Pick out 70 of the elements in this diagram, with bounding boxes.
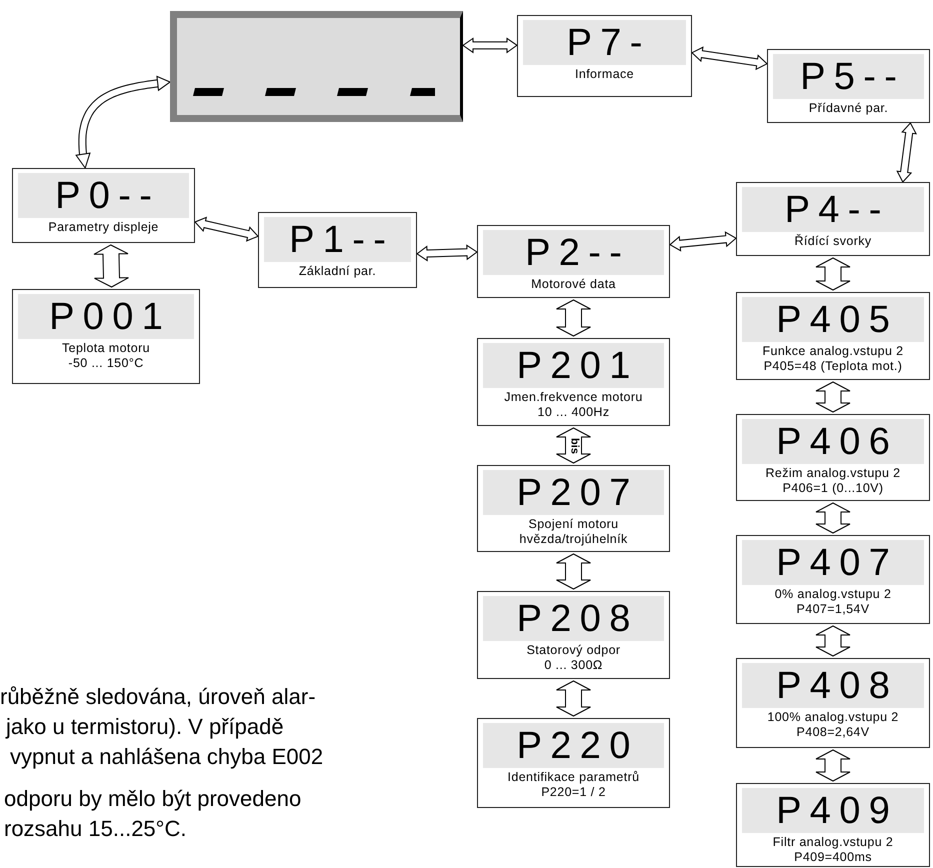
parameter-description: Jmen.frekvence motoru 10 ... 400Hz <box>503 390 644 420</box>
double-arrow <box>816 625 850 657</box>
double-arrow <box>816 381 850 413</box>
parameter-description: Základní par. <box>298 264 376 279</box>
parameter-code: P207 <box>483 470 664 515</box>
note-text: vypnut a nahlášena chyba E002 <box>10 744 324 770</box>
parameter-code: P4-- <box>742 187 924 232</box>
parameter-box <box>736 535 930 624</box>
double-arrow <box>669 231 737 252</box>
parameter-code: P7- <box>523 20 686 65</box>
parameter-box <box>517 15 692 97</box>
parameter-description: Identifikace parametrů P220=1 / 2 <box>506 770 640 800</box>
parameter-description: Spojení motoru hvězda/trojúhelník <box>518 517 629 547</box>
parameter-box <box>477 718 670 808</box>
parameter-description: Přídavné par. <box>808 101 888 116</box>
double-arrow <box>816 749 850 782</box>
parameter-code: P405 <box>742 297 924 342</box>
parameter-box <box>258 212 417 288</box>
parameter-code: P2-- <box>483 230 664 275</box>
note-text: jako u termistoru). V případě <box>6 714 284 740</box>
parameter-code: P5-- <box>773 54 924 99</box>
note-text: růběžně sledována, úroveň alar- <box>0 684 316 710</box>
parameter-description: 0% analog.vstupu 2 P407=1,54V <box>774 587 892 617</box>
parameter-code: P407 <box>742 540 924 585</box>
parameter-code: P406 <box>742 419 924 464</box>
note-text: odporu by mělo být provedeno <box>4 786 302 812</box>
parameter-code: P1-- <box>264 217 411 262</box>
parameter-description: Řídící svorky <box>794 234 872 249</box>
double-arrow <box>462 37 518 54</box>
parameter-box <box>736 292 930 380</box>
parameter-code: P201 <box>483 343 664 388</box>
parameter-description: Statorový odpor 0 ... 300Ω <box>526 643 622 673</box>
parameter-box <box>12 289 200 384</box>
parameter-description: Režim analog.vstupu 2 P406=1 (0...10V) <box>764 466 902 496</box>
double-arrow <box>556 680 591 717</box>
parameter-code: P408 <box>742 663 924 708</box>
double-arrow <box>416 244 478 262</box>
double-arrow <box>194 216 259 242</box>
parameter-code: P409 <box>742 788 924 833</box>
parameter-description: Filtr analog.vstupu 2 P409=400ms <box>772 835 894 865</box>
parameter-description: Motorové data <box>531 277 616 292</box>
parameter-code: P220 <box>483 723 664 768</box>
parameter-description: Teplota motoru -50 ... 150°C <box>61 341 151 371</box>
double-arrow <box>896 122 917 183</box>
double-arrow <box>556 553 591 590</box>
double-arrow <box>75 76 171 170</box>
parameter-box <box>477 225 670 298</box>
parameter-box <box>767 49 930 123</box>
parameter-box <box>736 414 930 501</box>
display-panel <box>170 11 463 122</box>
parameter-box <box>736 182 930 256</box>
parameter-box <box>736 658 930 748</box>
parameter-box <box>477 591 670 679</box>
parameter-code: P001 <box>18 294 194 339</box>
parameter-code: P208 <box>483 596 664 641</box>
parameter-description: Parametry displeje <box>48 220 159 235</box>
parameter-description: Informace <box>575 67 634 82</box>
parameter-box <box>736 783 930 867</box>
parameter-description: Funkce analog.vstupu 2 P405=48 (Teplota mot.) <box>762 344 904 374</box>
parameter-box <box>477 465 670 552</box>
double-arrow <box>816 257 850 291</box>
parameter-box <box>12 168 195 243</box>
double-arrow <box>816 502 850 534</box>
double-arrow <box>94 244 129 288</box>
double-arrow <box>691 46 768 70</box>
parameter-box <box>477 338 670 426</box>
double-arrow <box>556 299 591 337</box>
parameter-description: 100% analog.vstupu 2 P408=2,64V <box>766 710 900 740</box>
parameter-code: P0-- <box>18 173 189 218</box>
note-text: rozsahu 15...25°C. <box>4 816 186 842</box>
